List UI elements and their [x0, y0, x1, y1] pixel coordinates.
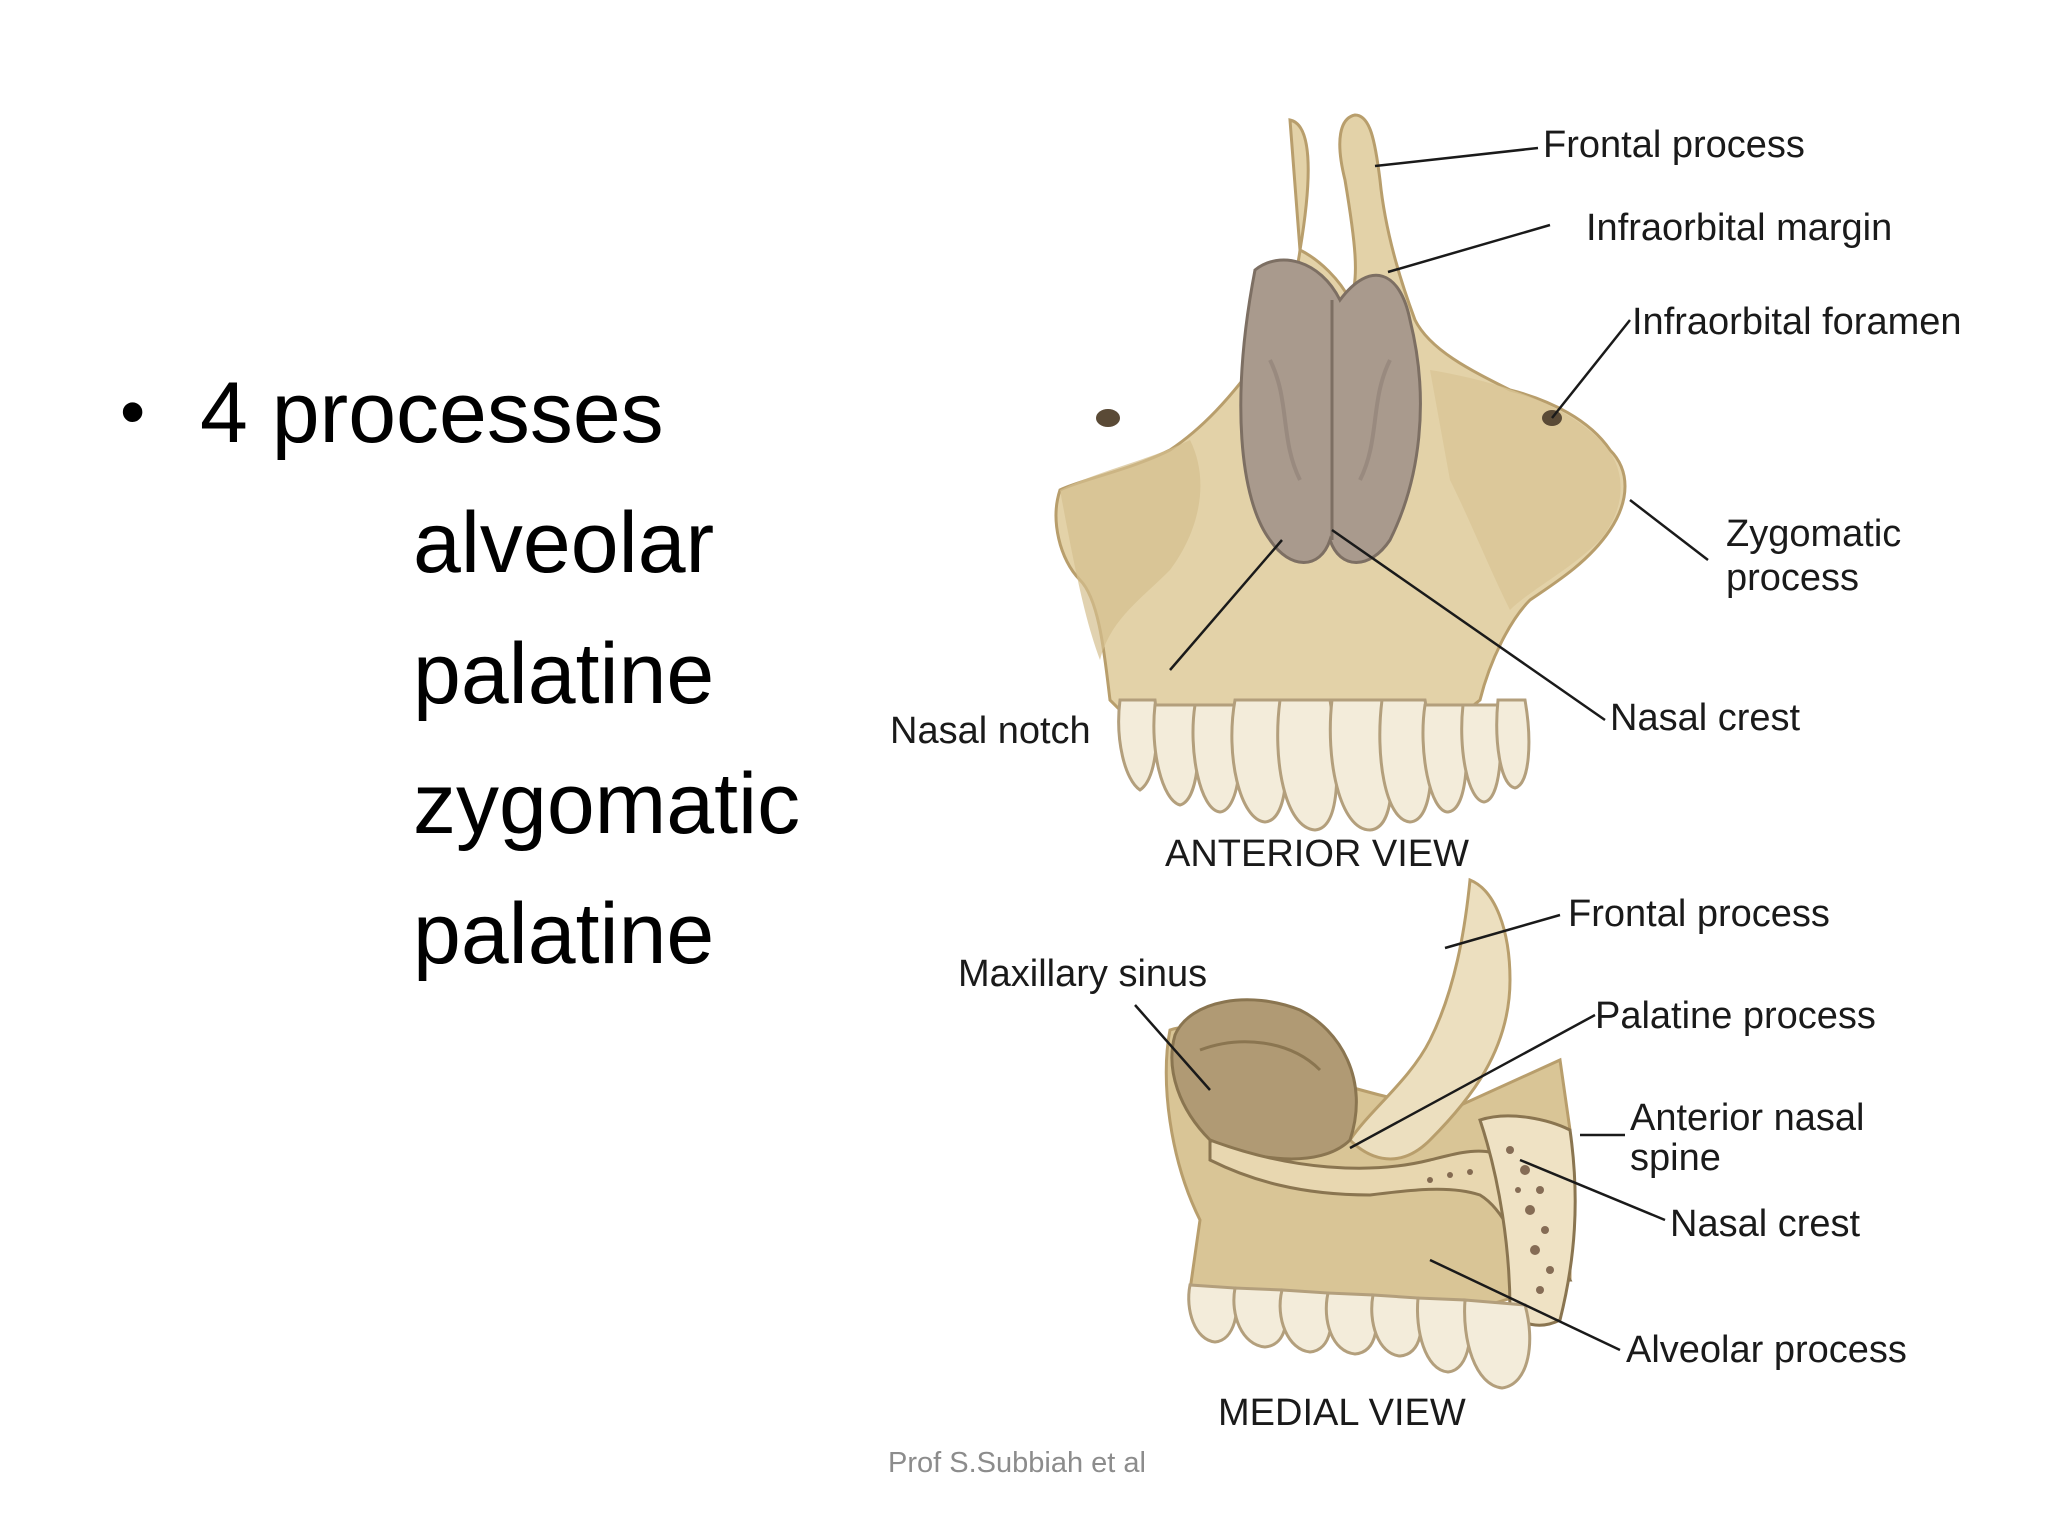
- label-zygomatic-process: Zygomatic: [1726, 513, 1901, 555]
- sub-item-palatine: palatine: [413, 626, 715, 722]
- anterior-leader-lines: [1169, 146, 1709, 722]
- maxillary-sinus: [1170, 998, 1358, 1161]
- label-infraorbital-foramen: Infraorbital foramen: [1632, 301, 1962, 343]
- sub-item-alveolar: alveolar: [413, 495, 715, 591]
- anterior-teeth: [1117, 698, 1531, 832]
- label-frontal-process-anterior: Frontal process: [1543, 124, 1805, 166]
- sub-item-palatine-2: palatine: [413, 886, 715, 982]
- label-nasal-crest-anterior: Nasal crest: [1610, 697, 1800, 739]
- caption-medial-view: MEDIAL VIEW: [1218, 1392, 1466, 1434]
- sub-item-zygomatic: zygomatic: [413, 756, 801, 852]
- medial-teeth: [1187, 1283, 1532, 1390]
- medial-leader-lines: [1134, 913, 1666, 1352]
- palatine-process-shelf: [1208, 1137, 1573, 1282]
- label-infraorbital-margin: Infraorbital margin: [1586, 207, 1892, 249]
- label-nasal-notch: Nasal notch: [890, 710, 1091, 752]
- bullet-text: 4 processes: [200, 365, 664, 461]
- infraorbital-foramen-left: [1096, 409, 1120, 427]
- bullet-icon: •: [120, 372, 146, 452]
- label-palatine-process: Palatine process: [1595, 995, 1876, 1037]
- label-anterior-nasal-spine-line2: spine: [1630, 1137, 1721, 1179]
- label-anterior-nasal-spine: Anterior nasal: [1630, 1097, 1864, 1139]
- label-frontal-process-medial: Frontal process: [1568, 893, 1830, 935]
- medial-frontal-process: [1348, 877, 1512, 1161]
- caption-anterior-view: ANTERIOR VIEW: [1165, 833, 1469, 875]
- maxilla-illustration: Frontal process Infraorbital margin Infr…: [890, 113, 1962, 1434]
- footer-credit: Prof S.Subbiah et al: [888, 1447, 1146, 1479]
- label-maxillary-sinus: Maxillary sinus: [958, 953, 1207, 995]
- label-alveolar-process: Alveolar process: [1626, 1329, 1907, 1371]
- anterior-view-drawing: [1054, 113, 1627, 832]
- label-nasal-crest-medial: Nasal crest: [1670, 1203, 1860, 1245]
- medial-view-drawing: [1164, 877, 1577, 1390]
- label-zygomatic-process-line2: process: [1726, 557, 1859, 599]
